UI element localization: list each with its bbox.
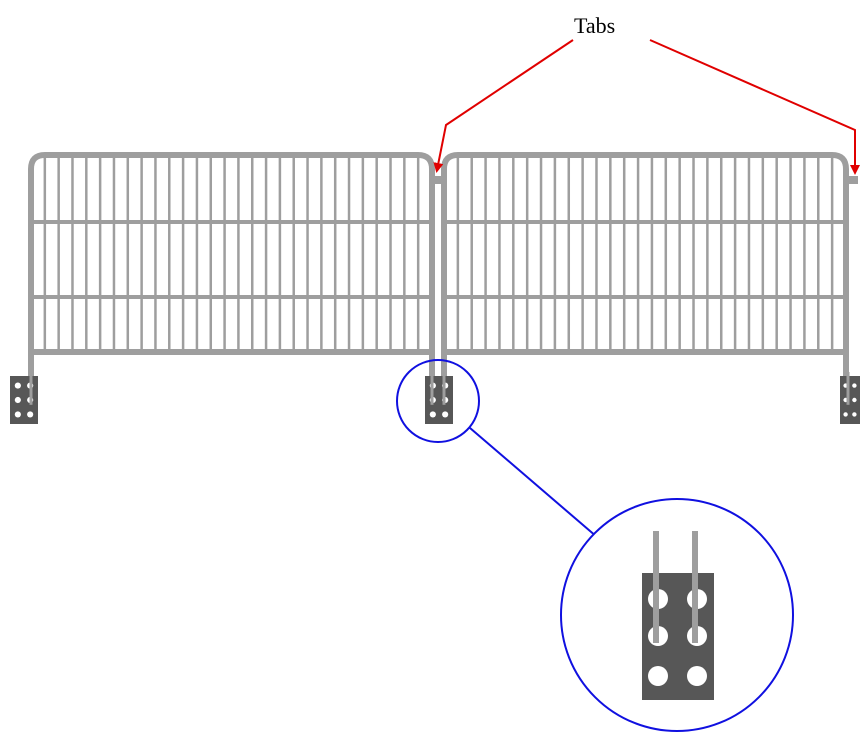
foot-hole (14, 411, 21, 418)
foot-hole (852, 397, 857, 403)
frame-tube (441, 152, 849, 380)
foot-base (425, 376, 453, 424)
foot-base (10, 376, 38, 424)
foot-hole (852, 383, 857, 388)
foot-hole (14, 382, 21, 389)
connector-tab-right (846, 176, 858, 184)
barrier-panel-left (28, 152, 435, 380)
foot-hole (27, 411, 34, 418)
foot-hole (442, 411, 449, 418)
foot-base (840, 376, 860, 424)
foot-right (840, 372, 860, 424)
barrier-feet (10, 372, 860, 424)
foot-middle (425, 372, 453, 424)
frame-tube (28, 152, 435, 380)
foot-left (10, 372, 38, 424)
zoomed-foot-detail (642, 531, 714, 700)
tabs-label: Tabs (574, 13, 615, 38)
zoom-foot-hole (687, 666, 707, 686)
tab-arrow-right (649, 39, 860, 175)
foot-hole (843, 412, 848, 417)
zoom-foot-hole (648, 666, 668, 686)
connector-tab-middle (430, 176, 446, 184)
barrier-panel-right (441, 152, 849, 380)
foot-hole (14, 396, 21, 404)
tab-arrow-left (433, 39, 574, 173)
foot-hole (429, 411, 436, 418)
zoom-source-circle (396, 359, 480, 443)
foot-hole (852, 412, 857, 417)
zoom-connector-line (469, 427, 598, 538)
